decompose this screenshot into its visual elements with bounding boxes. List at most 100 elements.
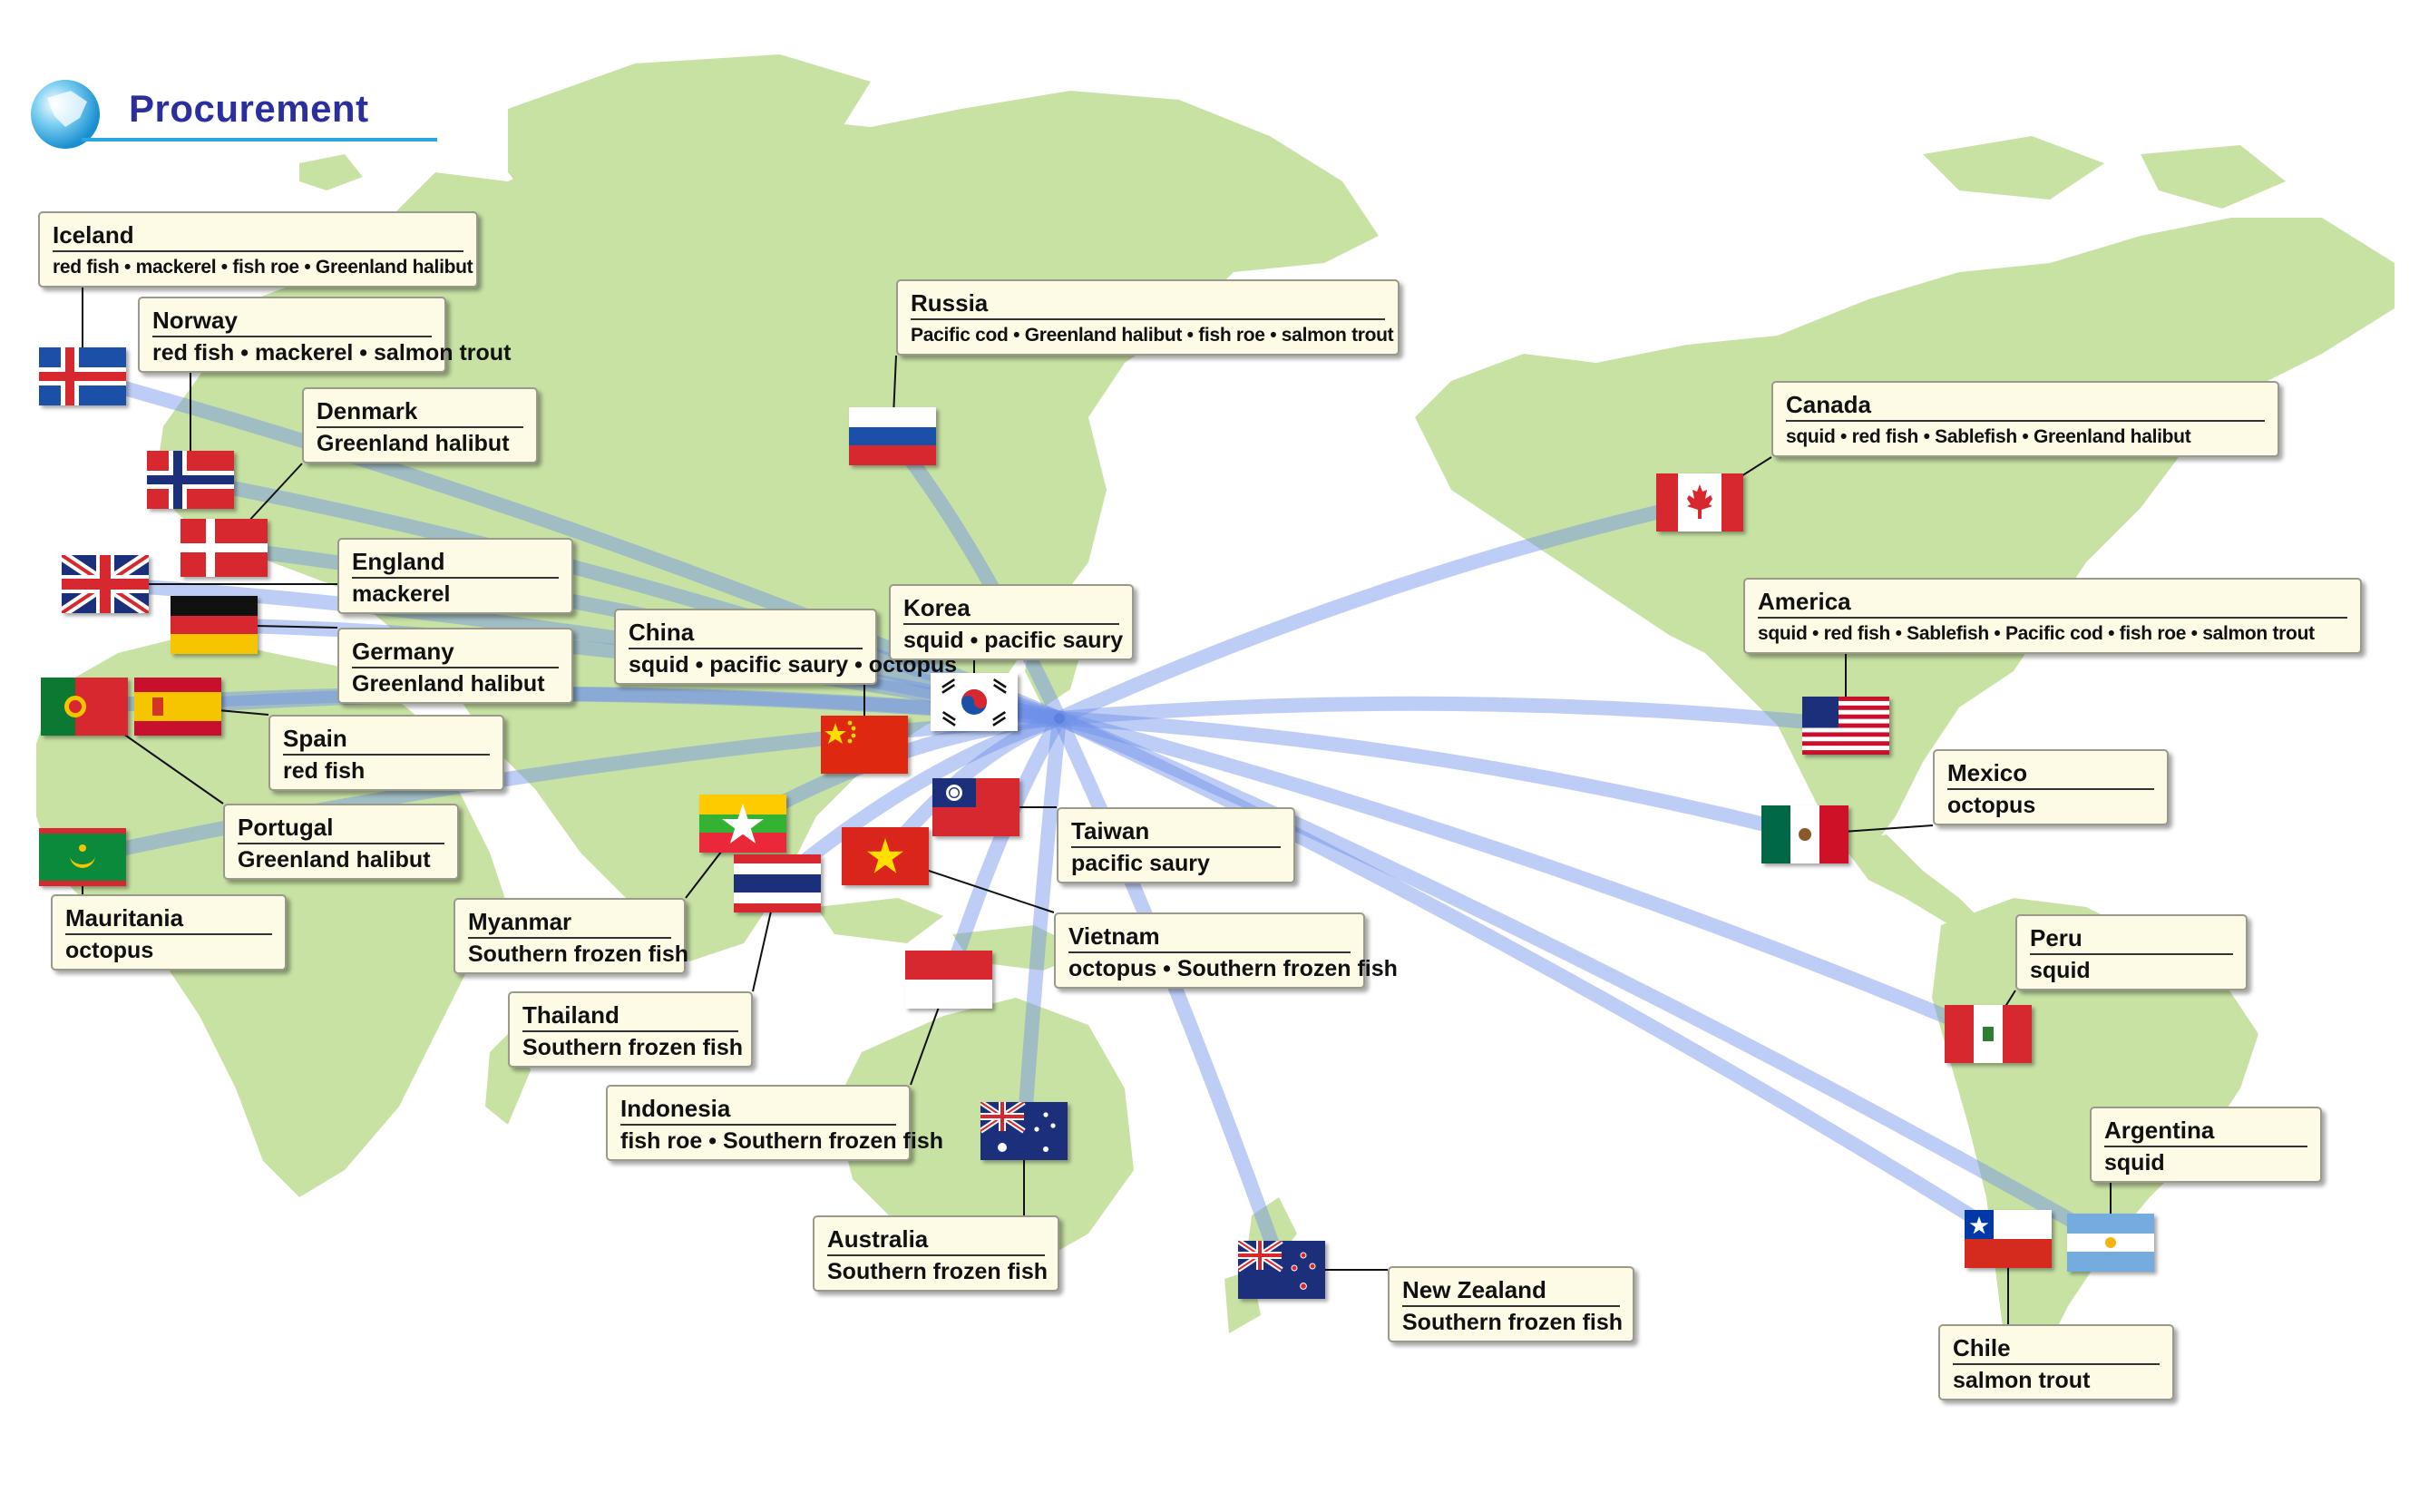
supplier-country: Russia	[911, 288, 1385, 320]
supplier-country: Germany	[352, 637, 559, 668]
supplier-items: octopus	[65, 938, 154, 963]
supplier-card: Mauritania octopus	[51, 894, 287, 971]
route-thailand	[770, 711, 1067, 891]
flag-vietnam-icon	[842, 827, 929, 885]
page-title: Procurement	[129, 87, 369, 130]
route-australia	[1017, 711, 1067, 1138]
supplier-country: Iceland	[53, 220, 463, 252]
supplier-country: Taiwan	[1071, 816, 1281, 848]
supplier-country: Myanmar	[468, 907, 671, 939]
flag-taiwan-icon	[932, 778, 1019, 836]
supplier-items: pacific saury	[1071, 851, 1210, 876]
supplier-card: Norway red fish • mackerel • salmon trout	[138, 297, 512, 373]
supplier-card: Taiwan pacific saury	[1057, 807, 1295, 883]
supplier-items: red fish	[283, 758, 366, 784]
flag-mexico-icon	[1761, 805, 1848, 863]
supplier-country: Norway	[152, 306, 432, 337]
flag-myanmar-icon	[699, 795, 786, 853]
route-argentina	[1052, 711, 2118, 1250]
supplier-country: America	[1758, 587, 2347, 619]
flag-uk-icon	[62, 555, 149, 613]
flag-korea-icon	[931, 673, 1018, 731]
flag-spain-icon	[134, 678, 221, 736]
flag-mauritania-icon	[39, 828, 126, 886]
supplier-card: Iceland red fish • mackerel • fish roe • …	[38, 211, 478, 288]
supplier-items: fish roe • Southern frozen fish	[620, 1128, 943, 1154]
supplier-country: Korea	[903, 593, 1119, 625]
flag-peru-icon	[1945, 1005, 2032, 1063]
supplier-items: Greenland halibut	[238, 847, 431, 873]
supplier-country: Indonesia	[620, 1094, 896, 1126]
supplier-country: Spain	[283, 724, 490, 756]
flag-argentina-icon	[2067, 1214, 2154, 1272]
supplier-country: Mauritania	[65, 903, 272, 935]
supplier-country: Canada	[1786, 390, 2265, 422]
page-title-wrap: Procurement	[27, 73, 437, 154]
hub-marker	[1054, 713, 1065, 724]
flag-chile-icon	[1965, 1210, 2052, 1268]
supplier-card: Mexico octopus	[1933, 749, 2169, 825]
supplier-card: Korea squid • pacific saury	[889, 584, 1134, 660]
header	[31, 80, 100, 149]
flag-china-icon	[821, 716, 908, 774]
route-canada	[1052, 495, 1707, 726]
supplier-items: mackerel	[352, 581, 451, 607]
route-uk	[98, 577, 1067, 726]
route-mexico	[1052, 711, 1812, 842]
supplier-country: Portugal	[238, 813, 444, 844]
supplier-items: Southern frozen fish	[827, 1259, 1049, 1284]
flag-portugal-icon	[41, 678, 128, 736]
supplier-country: England	[352, 547, 559, 579]
flag-usa-icon	[1802, 697, 1889, 755]
route-chile	[1052, 711, 2015, 1246]
supplier-items: Pacific cod • Greenland halibut • fish r…	[911, 325, 1394, 346]
supplier-country: Argentina	[2104, 1116, 2307, 1147]
supplier-items: squid • pacific saury • octopus	[629, 652, 958, 678]
supplier-items: Greenland halibut	[352, 671, 545, 697]
title-underline	[82, 138, 437, 141]
supplier-items: red fish • mackerel • fish roe • Greenla…	[53, 257, 473, 278]
supplier-card: Argentina squid	[2090, 1107, 2322, 1183]
supplier-items: squid • pacific saury	[903, 628, 1124, 653]
flag-germany-icon	[171, 596, 258, 654]
supplier-items: red fish • mackerel • salmon trout	[152, 340, 512, 366]
flag-thailand-icon	[734, 854, 821, 912]
supplier-country: Denmark	[317, 396, 523, 428]
flag-iceland-icon	[39, 347, 126, 405]
flag-russia-icon	[849, 407, 936, 465]
flag-denmark-icon	[180, 519, 268, 577]
supplier-items: octopus	[1947, 793, 2036, 818]
supplier-items: squid	[2104, 1150, 2165, 1175]
route-peru	[1052, 711, 1995, 1041]
supplier-items: Southern frozen fish	[468, 941, 689, 967]
route-usa	[1052, 696, 1853, 733]
supplier-country: Peru	[2030, 923, 2233, 955]
supplier-items: squid • red fish • Sablefish • Pacific c…	[1758, 623, 2315, 644]
route-russia	[885, 429, 1067, 726]
supplier-items: salmon trout	[1953, 1368, 2091, 1393]
flag-newzealand-icon	[1238, 1241, 1325, 1299]
supplier-card: Vietnam octopus • Southern frozen fish	[1054, 912, 1398, 989]
supplier-items: octopus • Southern frozen fish	[1068, 956, 1398, 981]
supplier-country: Vietnam	[1068, 922, 1351, 953]
supplier-items: Southern frozen fish	[1402, 1310, 1624, 1335]
supplier-country: Chile	[1953, 1333, 2160, 1365]
supplier-card: America squid • red fish • Sablefish • Pa…	[1743, 578, 2362, 654]
supplier-country: Australia	[827, 1224, 1045, 1256]
flag-australia-icon	[980, 1102, 1068, 1160]
flag-canada-icon	[1656, 473, 1743, 532]
flag-norway-icon	[147, 451, 234, 509]
supplier-country: Mexico	[1947, 758, 2154, 790]
supplier-items: Southern frozen fish	[522, 1035, 744, 1060]
